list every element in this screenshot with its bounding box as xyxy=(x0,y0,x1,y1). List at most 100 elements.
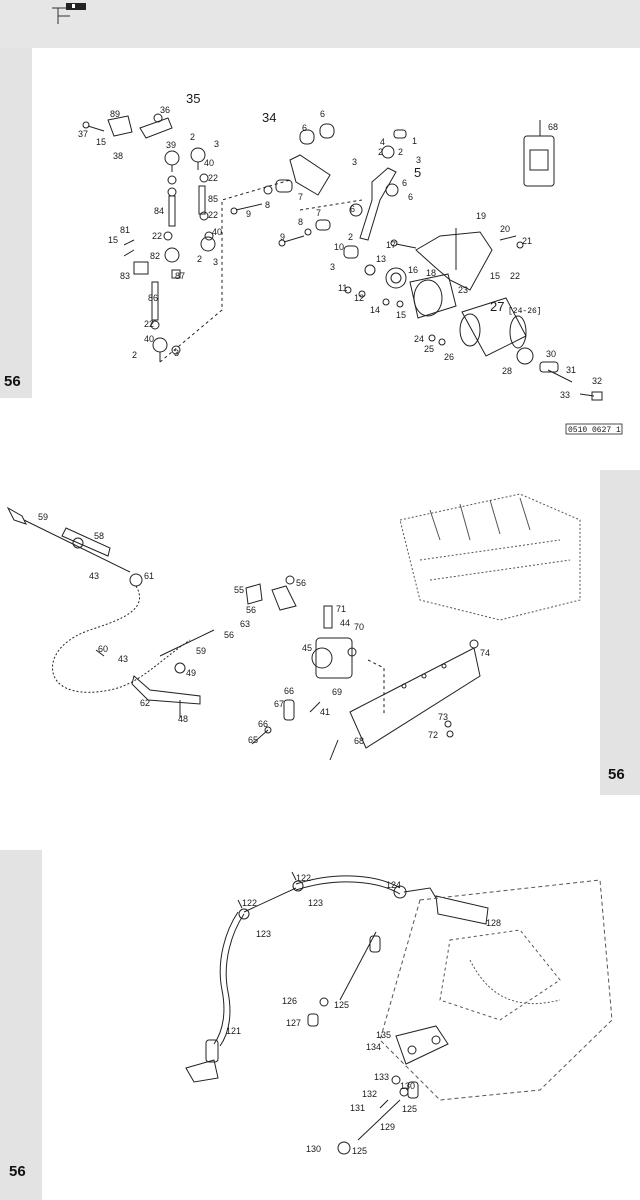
callout: 40 xyxy=(144,334,154,344)
callout: 43 xyxy=(89,571,99,581)
callout: 36 xyxy=(160,105,170,115)
callout: 132 xyxy=(362,1089,377,1099)
callout: 1 xyxy=(412,136,417,146)
callout: 123 xyxy=(308,898,323,908)
callout: 83 xyxy=(120,271,130,281)
callout: 2 xyxy=(197,254,202,264)
callout: 7 xyxy=(298,192,303,202)
callout: 60 xyxy=(98,644,108,654)
callout: 65 xyxy=(248,735,258,745)
bottom-callout-labels: 122 124 122 123 123 128 126 125 127 121 … xyxy=(226,873,501,1156)
callout: 31 xyxy=(566,365,576,375)
callout: 22 xyxy=(208,173,218,183)
callout: 15 xyxy=(490,271,500,281)
callout: 17 xyxy=(386,240,396,250)
callout: [24-26] xyxy=(508,307,542,316)
callout: 19 xyxy=(476,211,486,221)
callout: 9 xyxy=(246,209,251,219)
reference-box xyxy=(565,423,623,435)
callout: 61 xyxy=(144,571,154,581)
callout: 8 xyxy=(265,200,270,210)
callout: 21 xyxy=(522,236,532,246)
left-margin-band xyxy=(0,48,32,398)
callout: 7 xyxy=(316,208,321,218)
callout: 25 xyxy=(424,344,434,354)
callout: 133 xyxy=(374,1072,389,1082)
callout: 15 xyxy=(396,310,406,320)
callout: 4 xyxy=(380,137,385,147)
callout: 22 xyxy=(152,231,162,241)
callout: 82 xyxy=(150,251,160,261)
callout: 6 xyxy=(320,109,325,119)
callout: 49 xyxy=(186,668,196,678)
callout: 12 xyxy=(354,293,364,303)
stop-cable-diagram xyxy=(6,493,581,761)
callout: 23 xyxy=(458,285,468,295)
callout: 37 xyxy=(78,129,88,139)
callout: 28 xyxy=(502,366,512,376)
top-callout-labels: 37 15 89 38 36 35 39 2 3 40 22 85 84 81 … xyxy=(78,91,602,400)
callout: 56 xyxy=(246,605,256,615)
callout: 71 xyxy=(336,604,346,614)
callout: 66 xyxy=(284,686,294,696)
callout: 134 xyxy=(366,1042,381,1052)
callout: 62 xyxy=(140,698,150,708)
callout: 58 xyxy=(94,531,104,541)
callout: 14 xyxy=(370,305,380,315)
callout: 131 xyxy=(350,1103,365,1113)
callout: 6 xyxy=(302,123,307,133)
callout: 40 xyxy=(204,158,214,168)
callout: 16 xyxy=(408,265,418,275)
callout: 121 xyxy=(226,1026,241,1036)
callout: 6 xyxy=(350,204,355,214)
callout: 3 xyxy=(330,262,335,272)
callout: 33 xyxy=(560,390,570,400)
callout: 87 xyxy=(175,271,185,281)
callout: 2 xyxy=(398,147,403,157)
callout: 84 xyxy=(154,206,164,216)
callout: 2 xyxy=(132,350,137,360)
callout: 2 xyxy=(190,132,195,142)
callout: 63 xyxy=(240,619,250,629)
corner-logo-icon xyxy=(52,3,86,24)
callout: 85 xyxy=(208,194,218,204)
callout: 45 xyxy=(302,643,312,653)
reference-number: 0510 0627 1 xyxy=(568,426,621,435)
callout: 24 xyxy=(414,334,424,344)
callout: 2 xyxy=(378,147,383,157)
callout: 27 xyxy=(490,299,504,314)
callout: 10 xyxy=(334,242,344,252)
section-tab-bottom: 56 xyxy=(9,1163,26,1180)
callout: 67 xyxy=(274,699,284,709)
callout: 8 xyxy=(298,217,303,227)
callout: 125 xyxy=(402,1104,417,1114)
callout: 68 xyxy=(354,736,364,746)
callout: 127 xyxy=(286,1018,301,1028)
callout: 3 xyxy=(213,257,218,267)
callout: 13 xyxy=(376,254,386,264)
callout: 68 xyxy=(548,122,558,132)
callout: 22 xyxy=(510,271,520,281)
callout: 11 xyxy=(338,283,347,293)
callout: 44 xyxy=(340,618,350,628)
middle-callout-labels: 59 58 43 61 55 56 56 63 56 59 60 43 49 6… xyxy=(38,512,490,746)
callout: 59 xyxy=(38,512,48,522)
callout: 22 xyxy=(208,210,218,220)
callout: 32 xyxy=(592,376,602,386)
callout: 89 xyxy=(110,109,120,119)
callout: 20 xyxy=(500,224,510,234)
callout: 26 xyxy=(444,352,454,362)
callout: 130 xyxy=(400,1081,415,1091)
callout: 66 xyxy=(258,719,268,729)
callout: 56 xyxy=(224,630,234,640)
header-band xyxy=(0,0,640,48)
callout: 2 xyxy=(348,232,353,242)
callout: 6 xyxy=(408,192,413,202)
callout: 5 xyxy=(414,165,421,180)
section-tab-top: 56 xyxy=(4,373,21,390)
callout: 135 xyxy=(376,1030,391,1040)
callout: 3 xyxy=(416,155,421,165)
callout: 55 xyxy=(234,585,244,595)
callout: 122 xyxy=(242,898,257,908)
